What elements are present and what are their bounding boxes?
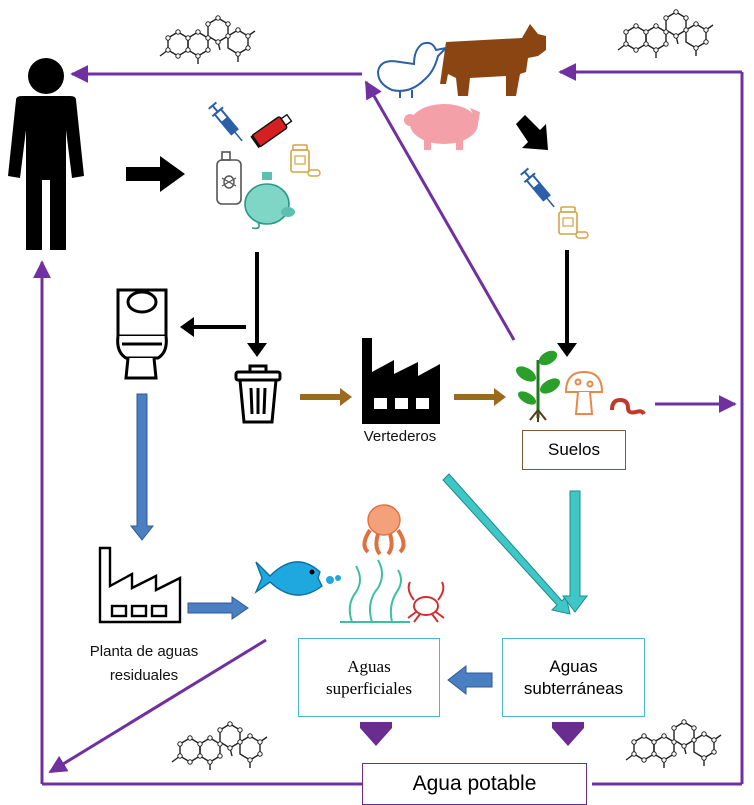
molecule-icon bbox=[617, 9, 714, 59]
arrow-landfill-to-groundwater bbox=[442, 473, 571, 615]
fish-icon bbox=[254, 561, 341, 596]
arrow-plant-to-marine bbox=[187, 596, 249, 620]
wastewater-plant-label-line1: Planta de aguas bbox=[89, 643, 199, 660]
wastewater-plant-label-line2: residuales bbox=[109, 667, 179, 684]
arrow-sub-to-sup bbox=[447, 664, 493, 696]
landfill-label: Vertederos bbox=[363, 428, 437, 445]
cow-icon bbox=[440, 24, 546, 96]
toilet-icon bbox=[116, 288, 168, 380]
crab-icon bbox=[407, 581, 445, 623]
arrow-animals-to-drugs bbox=[516, 115, 548, 150]
pig-icon bbox=[404, 104, 480, 150]
worm-icon bbox=[610, 397, 646, 416]
ointment-tube-icon bbox=[250, 113, 293, 149]
factory-icon bbox=[362, 338, 440, 424]
arrow-soil-to-groundwater bbox=[562, 490, 588, 613]
seaweed-icon bbox=[340, 559, 410, 623]
arrow-drugs-to-soil bbox=[557, 250, 577, 357]
arrow-marine-to-left bbox=[48, 638, 267, 774]
drinking-water-label: Agua potable bbox=[412, 771, 537, 795]
insecticide-spray-icon bbox=[216, 151, 242, 205]
molecule-icon bbox=[159, 15, 256, 65]
molecule-icon bbox=[625, 719, 722, 769]
octopus-icon bbox=[362, 504, 406, 556]
surface-water-box: Aguas superficiales bbox=[298, 638, 440, 717]
groundwater-label-line2: subterráneas bbox=[523, 678, 624, 698]
syringe-icon bbox=[206, 100, 249, 147]
arrow-sub-to-drinking bbox=[552, 722, 584, 746]
person-icon bbox=[8, 58, 84, 250]
pill-bottle-icon bbox=[558, 206, 589, 239]
mushroom-icon bbox=[564, 370, 604, 415]
molecule-icon bbox=[171, 721, 268, 771]
pill-bottle-icon bbox=[290, 144, 321, 177]
soil-label: Suelos bbox=[548, 440, 600, 460]
arrow-products-to-trash bbox=[247, 252, 267, 357]
trash-can-icon bbox=[234, 364, 282, 424]
surface-water-label-line1: Aguas bbox=[347, 657, 391, 677]
factory-icon bbox=[98, 546, 182, 624]
wastewater-plant-label: Planta de aguas residuales bbox=[66, 640, 222, 688]
duck-icon bbox=[376, 41, 450, 98]
arrow-landfill-to-soil bbox=[454, 388, 506, 406]
groundwater-box: Aguas subterráneas bbox=[502, 638, 645, 717]
surface-water-label-line2: superficiales bbox=[326, 678, 412, 698]
arrow-toilet-to-plant bbox=[129, 393, 155, 541]
arrow-to-toilet bbox=[180, 317, 246, 337]
groundwater-label-line1: Aguas bbox=[549, 657, 598, 677]
syringe-icon bbox=[518, 166, 561, 213]
arrow-sup-to-drinking bbox=[360, 722, 392, 746]
perfume-bottle-icon bbox=[244, 172, 295, 230]
arrow-trash-to-landfill bbox=[300, 388, 352, 406]
arrow-person-to-products bbox=[126, 156, 185, 192]
plant-icon bbox=[516, 350, 560, 422]
arrow-soil-to-animals bbox=[364, 80, 516, 341]
drinking-water-box: Agua potable bbox=[362, 763, 587, 805]
soil-box: Suelos bbox=[522, 430, 626, 470]
